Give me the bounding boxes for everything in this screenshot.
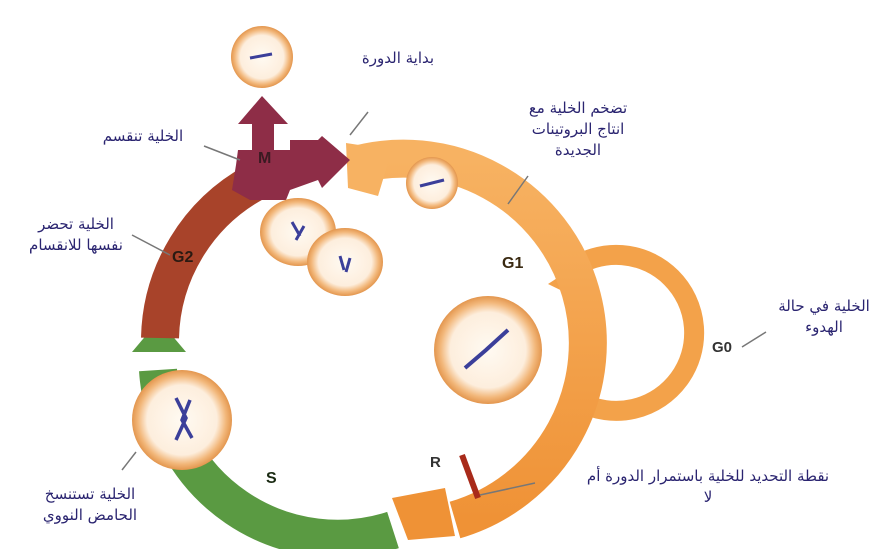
leader-start: [350, 112, 368, 135]
phase-label-r: R: [430, 454, 441, 471]
cell-g1-small: [406, 157, 458, 209]
leader-divides: [204, 146, 240, 160]
phase-label-m: M: [258, 150, 271, 167]
m-block: [232, 136, 350, 200]
phase-label-g1: G1: [502, 255, 523, 272]
label-cell-growth: تضخم الخلية مع انتاج البروتينات الجديدة: [498, 98, 658, 161]
g1-start-arrowhead: [346, 143, 392, 196]
label-restriction-point: نقطة التحديد للخلية باستمرار الدورة أم ل…: [540, 466, 876, 508]
cell-s: [132, 370, 232, 470]
m-up-arrow: [238, 96, 288, 156]
phase-label-s: S: [266, 470, 277, 487]
cell-dividing: [260, 198, 383, 296]
label-cycle-start: بداية الدورة: [338, 48, 458, 69]
label-cell-rest: الخلية في حالة الهدوء: [770, 296, 878, 338]
leader-dna: [122, 452, 136, 470]
leader-rest: [742, 332, 766, 347]
cell-g1-large: [434, 296, 542, 404]
restriction-point-line: [462, 455, 478, 498]
g1-arrowhead: [392, 488, 455, 540]
cell-top: [231, 26, 293, 88]
label-cell-divides: الخلية تنقسم: [78, 126, 208, 147]
label-dna-replication: الخلية تستنسخ الحامض النووي: [20, 484, 160, 526]
label-cell-prepare: الخلية تحضر نفسها للانقسام: [10, 214, 142, 256]
phase-label-g2: G2: [172, 249, 193, 266]
phase-label-g0: G0: [712, 339, 732, 356]
